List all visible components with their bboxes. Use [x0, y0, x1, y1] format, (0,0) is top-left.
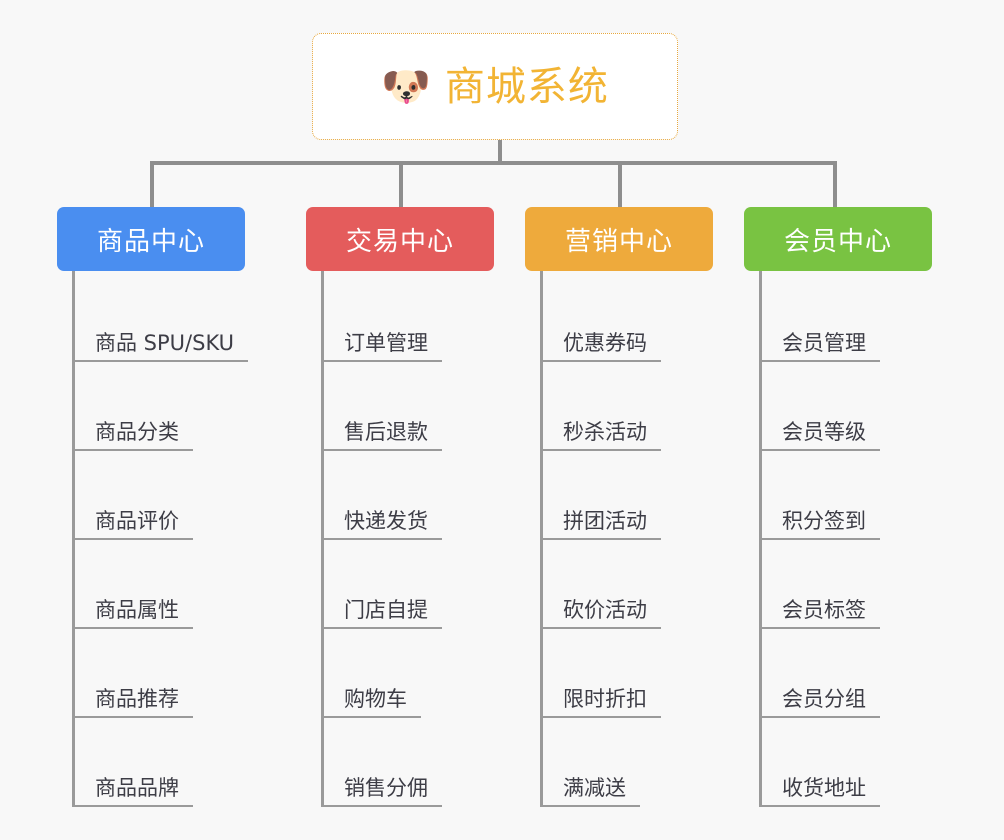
leaf-underline [540, 449, 661, 451]
leaf-item-label: 快递发货 [344, 508, 428, 533]
category-header-label: 交易中心 [345, 226, 454, 257]
leaf-item-label: 商品推荐 [95, 686, 179, 711]
category-header-4[interactable]: 会员中心 [744, 207, 932, 271]
leaf-item-label: 门店自提 [344, 597, 428, 622]
leaf-item-label: 售后退款 [344, 419, 428, 444]
leaf-item-label: 会员管理 [782, 330, 866, 355]
leaf-item-label: 限时折扣 [563, 686, 647, 711]
leaf-underline [540, 360, 661, 362]
leaf-underline [321, 538, 442, 540]
leaf-underline [759, 449, 880, 451]
category-header-label: 会员中心 [783, 226, 892, 257]
category-header-1[interactable]: 商品中心 [57, 207, 245, 271]
leaf-item-label: 满减送 [563, 775, 626, 800]
leaf-underline [321, 449, 442, 451]
leaf-underline [759, 360, 880, 362]
leaf-underline [759, 716, 880, 718]
connector-drop-3 [618, 161, 622, 207]
dog-face-icon: 🐶 [381, 63, 431, 110]
leaf-item-label: 商品评价 [95, 508, 179, 533]
leaf-item-label: 积分签到 [782, 508, 866, 533]
leaf-item-label: 购物车 [344, 686, 407, 711]
connector-drop-2 [399, 161, 403, 207]
leaf-underline [759, 805, 880, 807]
connector-horizontal-bus [150, 161, 837, 165]
leaf-underline [540, 538, 661, 540]
category-header-2[interactable]: 交易中心 [306, 207, 494, 271]
leaf-underline [72, 360, 248, 362]
connector-drop-4 [833, 161, 837, 207]
leaf-item-label: 会员等级 [782, 419, 866, 444]
leaf-underline [72, 449, 193, 451]
category-header-label: 商品中心 [96, 226, 205, 257]
connector-root-stem [498, 140, 502, 165]
leaf-item-label: 秒杀活动 [563, 419, 647, 444]
root-title: 商城系统 [444, 63, 609, 110]
leaf-item-label: 砍价活动 [563, 597, 647, 622]
leaf-item-label: 会员分组 [782, 686, 866, 711]
leaf-underline [759, 538, 880, 540]
leaf-underline [321, 805, 442, 807]
leaf-item-label: 收货地址 [782, 775, 866, 800]
category-header-label: 营销中心 [564, 226, 673, 257]
leaf-underline [759, 627, 880, 629]
category-header-3[interactable]: 营销中心 [525, 207, 713, 271]
leaf-item-label: 优惠券码 [563, 330, 647, 355]
leaf-underline [321, 627, 442, 629]
leaf-item-label: 商品分类 [95, 419, 179, 444]
leaf-underline [540, 627, 661, 629]
leaf-underline [321, 360, 442, 362]
leaf-item-label: 拼团活动 [563, 508, 647, 533]
leaf-underline [72, 805, 193, 807]
leaf-item-label: 商品品牌 [95, 775, 179, 800]
leaf-item-label: 销售分佣 [344, 775, 428, 800]
leaf-underline [540, 716, 661, 718]
leaf-underline [72, 716, 193, 718]
leaf-underline [540, 805, 640, 807]
leaf-item-label: 订单管理 [344, 330, 428, 355]
root-node[interactable]: 🐶 商城系统 [312, 33, 678, 140]
leaf-item-label: 商品属性 [95, 597, 179, 622]
leaf-underline [72, 538, 193, 540]
connector-drop-1 [150, 161, 154, 207]
leaf-underline [321, 716, 421, 718]
leaf-item-label: 会员标签 [782, 597, 866, 622]
leaf-underline [72, 627, 193, 629]
leaf-item-label: 商品 SPU/SKU [95, 330, 235, 355]
